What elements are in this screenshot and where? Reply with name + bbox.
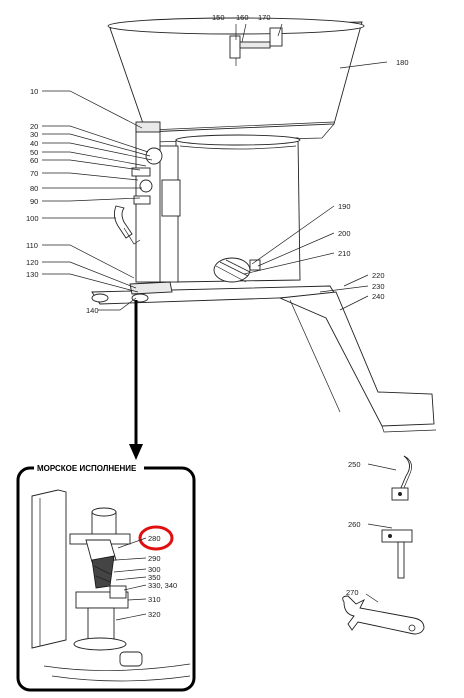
callout-40: 40 [30, 139, 38, 148]
callout-130: 130 [26, 270, 39, 279]
inset-label-280: 280 [148, 534, 161, 543]
inset-label-350: 350 [148, 573, 161, 582]
callout-150: 150 [212, 13, 225, 22]
tool-260: 260 [348, 520, 413, 579]
callout-100: 100 [26, 214, 39, 223]
callout-90: 90 [30, 197, 38, 206]
inset-label-320: 320 [148, 610, 161, 619]
callout-260: 260 [348, 520, 361, 529]
callout-200: 200 [338, 229, 351, 238]
callout-110: 110 [26, 241, 38, 250]
hopper [107, 17, 365, 143]
highlight-280-circle [138, 525, 174, 551]
tool-270: 270 [342, 588, 425, 635]
inset-label-300: 300 [148, 565, 161, 574]
callout-160: 160 [236, 13, 249, 22]
callout-140: 140 [86, 306, 99, 315]
inset-label-330-340: 330, 340 [148, 581, 177, 590]
inset-label-310: 310 [148, 595, 161, 604]
callout-50: 50 [30, 148, 38, 157]
callout-220: 220 [372, 271, 385, 280]
callout-210: 210 [338, 249, 351, 258]
callout-60: 60 [30, 156, 38, 165]
callout-180: 180 [396, 58, 409, 67]
marine-version-inset: МОРСКОЕ ИСПОЛНЕНИЕ 280 290 300 350 330, … [16, 462, 196, 692]
callout-250: 250 [348, 460, 361, 469]
inset-title: МОРСКОЕ ИСПОЛНЕНИЕ [37, 464, 137, 473]
down-arrow [129, 300, 143, 460]
leader-lines [42, 23, 388, 311]
callout-labels: 150 160 170 180 10 20 30 40 50 60 70 80 … [26, 13, 409, 315]
machine-body [91, 121, 437, 433]
callout-10: 10 [30, 87, 38, 96]
callout-230: 230 [372, 282, 385, 291]
callout-70: 70 [30, 169, 38, 178]
inset-label-290: 290 [148, 554, 161, 563]
callout-30: 30 [30, 130, 38, 139]
callout-270: 270 [346, 588, 359, 597]
callout-80: 80 [30, 184, 38, 193]
callout-240: 240 [372, 292, 385, 301]
tool-250: 250 [348, 455, 412, 501]
callout-170: 170 [258, 13, 271, 22]
callout-120: 120 [26, 258, 39, 267]
callout-190: 190 [338, 202, 351, 211]
callout-20: 20 [30, 122, 38, 131]
